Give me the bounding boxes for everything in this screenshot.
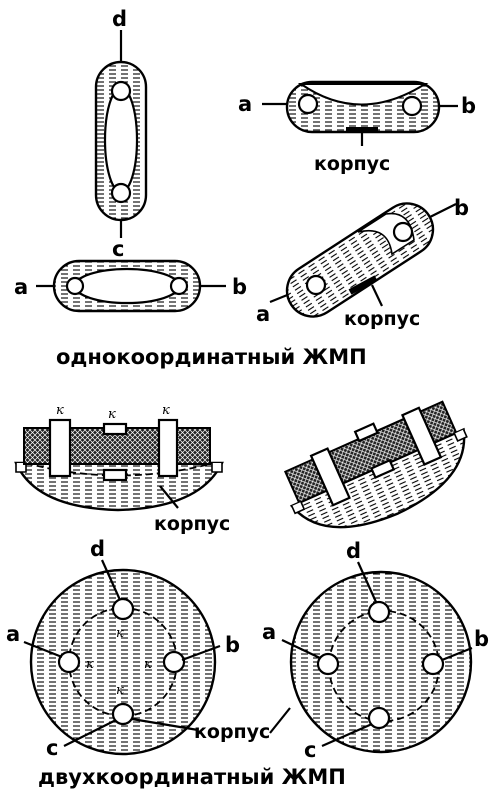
- gate-k-label: к: [116, 626, 124, 641]
- electrode-b-label: b: [225, 633, 240, 657]
- electrode-a-label: a: [256, 302, 270, 326]
- caption-two-axis: двухкоординатный ЖМП: [38, 765, 346, 789]
- electrode-c-label: c: [46, 736, 58, 760]
- tilt-horizontal-sensor: a b корпус: [238, 80, 476, 175]
- electrode-b-label: b: [474, 627, 489, 651]
- cross-section-tilted: [283, 400, 468, 529]
- korpus-label: корпус: [194, 721, 270, 743]
- electrode-d-label: d: [90, 537, 105, 561]
- electrode-a-label: a: [6, 622, 20, 646]
- electrode-b-label: b: [454, 196, 469, 220]
- gate-k-label: к: [116, 683, 124, 698]
- gate-k-label: к: [86, 657, 94, 672]
- korpus-label: корпус: [154, 513, 230, 535]
- tilted-sensor: b a корпус: [256, 196, 469, 330]
- electrode-b-label: b: [461, 94, 476, 118]
- electrode-a-label: a: [238, 92, 252, 116]
- gate-k-label: к: [56, 403, 64, 418]
- vertical-single-axis-sensor: d c: [94, 7, 148, 261]
- electrode-d-label: d: [112, 7, 127, 31]
- two-axis-disk-right: d a b c: [262, 539, 489, 762]
- korpus-label: корпус: [344, 308, 420, 330]
- electrode-a-label: a: [262, 620, 276, 644]
- gate-k-label: к: [144, 657, 152, 672]
- electrode-b-label: b: [232, 275, 247, 299]
- korpus-label: корпус: [314, 153, 390, 175]
- electrode-c-label: c: [304, 738, 316, 762]
- electrode-a-label: a: [14, 275, 28, 299]
- gate-k-label: к: [108, 407, 116, 422]
- electrode-d-label: d: [346, 539, 361, 563]
- gate-k-label: к: [162, 403, 170, 418]
- horizontal-single-axis-sensor: a b: [14, 259, 247, 313]
- electrode-c-label: c: [112, 237, 124, 261]
- cross-section-level: к к к корпус: [14, 403, 230, 535]
- two-axis-disk-left: к к к к d a b c: [6, 537, 240, 760]
- caption-single-axis: однокоординатный ЖМП: [56, 345, 367, 369]
